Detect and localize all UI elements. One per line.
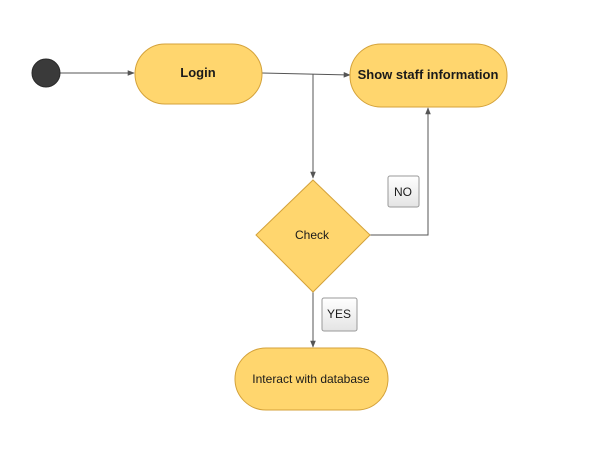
node-check-shape <box>255 179 371 293</box>
edge-label-yes-box <box>321 297 358 332</box>
node-login-shape <box>134 43 263 105</box>
edge-login-to-show-staff <box>261 72 351 78</box>
node-login[interactable]: Login <box>134 43 263 105</box>
node-interact-db-shape <box>234 347 389 411</box>
edge-label-yes[interactable]: YES <box>321 297 358 332</box>
edge-label-no-box <box>387 175 420 208</box>
edge-check-to-show-staff-no <box>370 107 431 236</box>
edge-label-yes-text: YES <box>327 307 351 321</box>
node-show-staff-shape <box>349 43 508 108</box>
node-check-decision[interactable]: Check <box>255 179 371 293</box>
edge-label-no-text: NO <box>394 185 412 199</box>
node-interact-db-label: Interact with database <box>252 372 370 386</box>
node-show-staff-label: Show staff information <box>358 67 499 82</box>
node-check-label: Check <box>295 228 330 242</box>
edges <box>60 70 431 348</box>
start-node[interactable] <box>31 58 61 88</box>
edge-label-no[interactable]: NO <box>387 175 420 208</box>
node-interact-with-database[interactable]: Interact with database <box>234 347 389 411</box>
node-show-staff-information[interactable]: Show staff information <box>349 43 508 108</box>
node-login-label: Login <box>180 65 215 80</box>
